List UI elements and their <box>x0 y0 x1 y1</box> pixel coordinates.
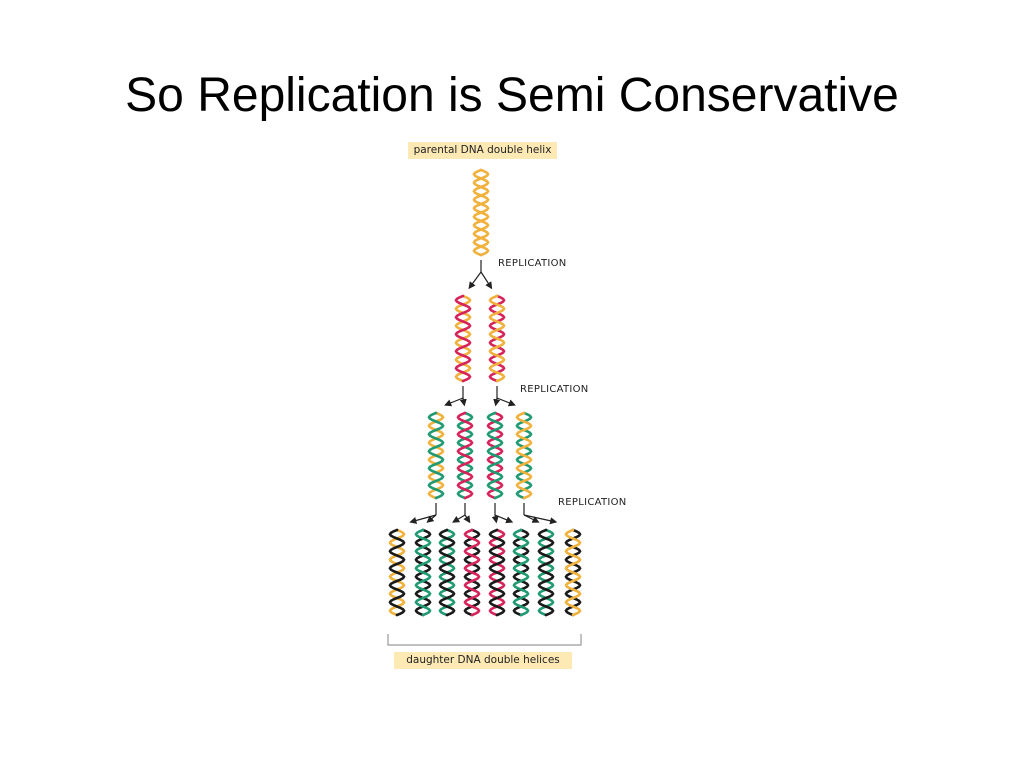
daughter-bracket <box>387 634 582 646</box>
dna-strand <box>427 411 445 500</box>
dna-helix-gen3-0 <box>388 528 406 617</box>
dna-helix-gen2-3 <box>515 411 533 500</box>
replication-fork-1-1 <box>493 386 516 407</box>
dna-strand <box>456 411 474 500</box>
fork-arrow <box>463 514 471 524</box>
fork-arrow <box>444 397 464 407</box>
dna-strand <box>564 528 582 617</box>
dna-helix-gen0-0 <box>472 168 490 257</box>
fork-arrow <box>494 514 514 524</box>
dna-strand <box>454 294 472 383</box>
dna-strand <box>438 528 456 617</box>
dna-helix-gen3-6 <box>537 528 555 617</box>
replication-fork-2-0 <box>409 503 437 524</box>
dna-helix-gen3-5 <box>512 528 530 617</box>
dna-strand <box>488 294 506 383</box>
slide-title: So Replication is Semi Conservative <box>125 69 899 122</box>
parental-dna-label: parental DNA double helix <box>408 142 557 159</box>
replication-fork-2-2 <box>491 503 514 524</box>
replication-label-2: REPLICATION <box>520 384 589 395</box>
replication-fork-1-0 <box>444 386 467 407</box>
dna-strand <box>414 528 432 617</box>
replication-fork-0-0 <box>468 260 493 290</box>
fork-arrow <box>426 514 437 523</box>
dna-helix-gen3-1 <box>414 528 432 617</box>
dna-helix-gen2-2 <box>486 411 504 500</box>
dna-strand <box>488 528 506 617</box>
daughter-dna-label: daughter DNA double helices <box>394 652 572 669</box>
dna-strand <box>472 168 490 257</box>
fork-arrow <box>452 514 466 523</box>
fork-arrow <box>523 514 558 525</box>
replication-label-1: REPLICATION <box>498 258 567 269</box>
dna-helix-gen3-4 <box>488 528 506 617</box>
fork-arrow <box>496 397 516 407</box>
dna-helix-gen3-3 <box>463 528 481 617</box>
dna-helix-gen3-2 <box>438 528 456 617</box>
dna-helix-gen1-1 <box>488 294 506 383</box>
fork-arrow <box>459 397 467 407</box>
dna-strand <box>463 528 481 617</box>
fork-arrow <box>480 271 493 290</box>
fork-arrow <box>491 514 499 524</box>
replication-fork-2-1 <box>452 503 471 524</box>
dna-helix-gen1-0 <box>454 294 472 383</box>
dna-strand <box>515 411 533 500</box>
dna-strand <box>512 528 530 617</box>
dna-helix-gen2-0 <box>427 411 445 500</box>
replication-fork-2-3 <box>523 503 558 525</box>
dna-strand <box>388 528 406 617</box>
dna-helix-gen2-1 <box>456 411 474 500</box>
dna-strand <box>486 411 504 500</box>
replication-label-3: REPLICATION <box>558 497 627 508</box>
fork-arrow <box>523 514 540 523</box>
fork-arrow <box>468 271 482 290</box>
dna-strand <box>537 528 555 617</box>
dna-helix-gen3-7 <box>564 528 582 617</box>
fork-arrow <box>493 397 501 407</box>
